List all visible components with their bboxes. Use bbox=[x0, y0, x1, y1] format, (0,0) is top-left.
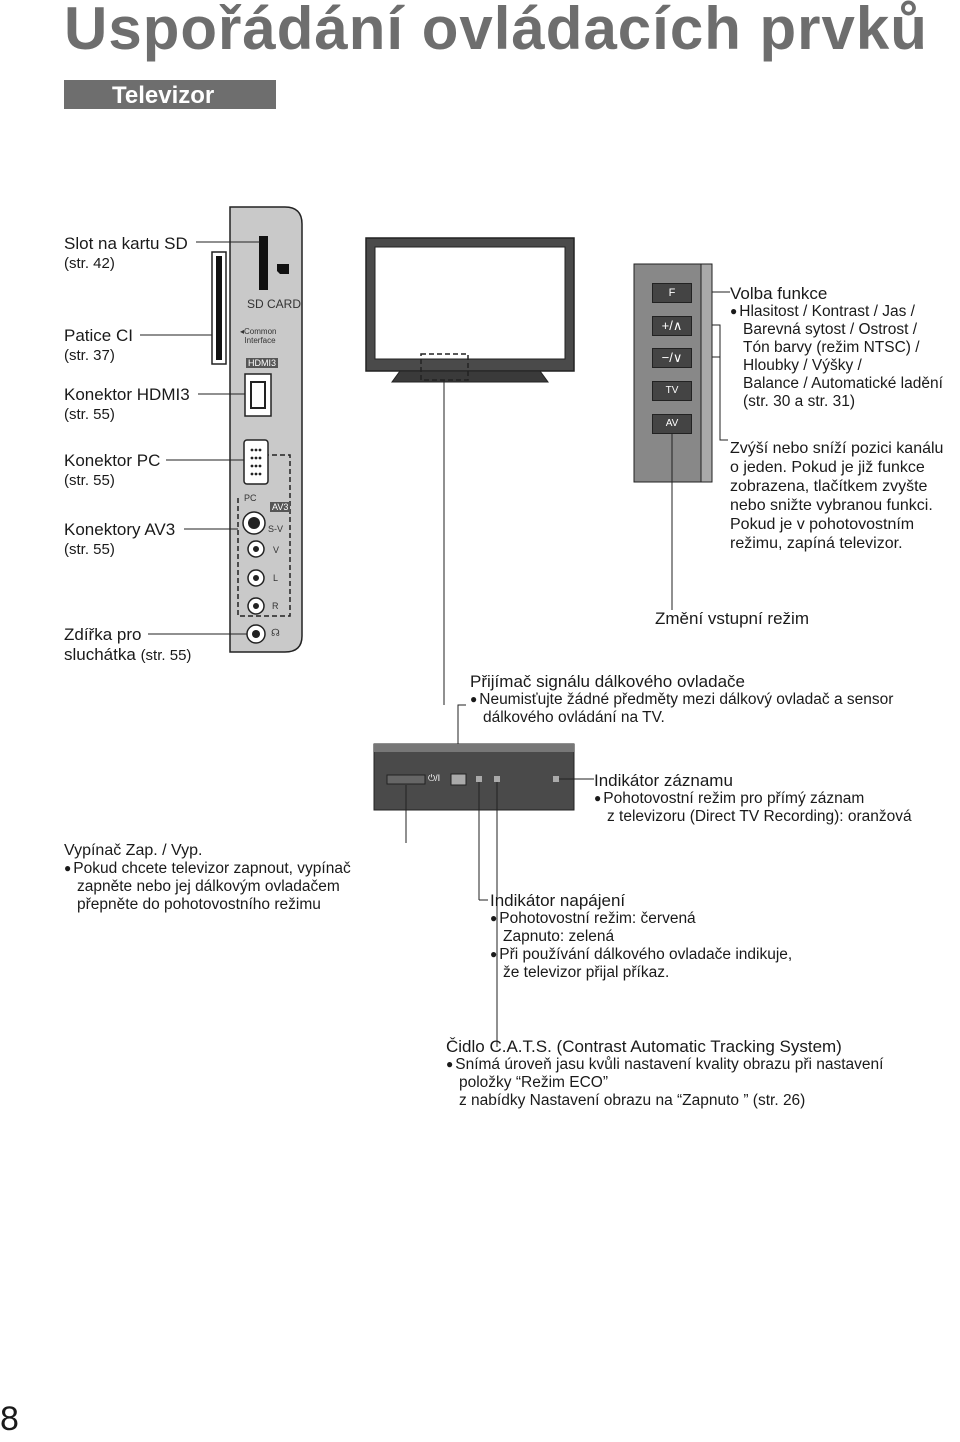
side-panel bbox=[211, 206, 303, 653]
f-button[interactable]: F bbox=[652, 283, 692, 303]
channel-description: Zvýší nebo sníží pozici kanálu o jeden. … bbox=[730, 440, 944, 552]
cats-sensor-text: Čidlo C.A.T.S. (Contrast Automatic Track… bbox=[446, 1038, 883, 1110]
label-hdmi3: Konektor HDMI3(str. 55) bbox=[64, 385, 190, 423]
pc-port[interactable] bbox=[243, 439, 269, 485]
headphone-icon: ☊ bbox=[271, 628, 280, 639]
v-label: V bbox=[273, 545, 280, 555]
page-title: Uspořádání ovládacích prvků bbox=[64, 0, 928, 62]
common-interface-label: ◂Common Interface bbox=[240, 327, 277, 345]
tv-button[interactable]: TV bbox=[652, 381, 692, 401]
label-ci-slot: Patice CI(str. 37) bbox=[64, 326, 133, 364]
rec-indicator-text: Indikátor záznamu Pohotovostní režim pro… bbox=[594, 772, 912, 826]
sd-card-label: SD CARD bbox=[247, 297, 302, 311]
input-mode-label: Změní vstupní režim bbox=[655, 609, 809, 628]
bottom-bezel bbox=[373, 743, 575, 811]
remote-sensor-text: Přijímač signálu dálkového ovladače Neum… bbox=[470, 673, 893, 727]
label-av3: Konektory AV3(str. 55) bbox=[64, 520, 176, 558]
power-indicator bbox=[476, 776, 482, 782]
pc-label: PC bbox=[244, 493, 257, 503]
power-switch[interactable] bbox=[386, 774, 426, 785]
label-pc: Konektor PC(str. 55) bbox=[64, 451, 161, 489]
av-button[interactable]: AV bbox=[652, 414, 692, 434]
section-heading: Televizor bbox=[64, 80, 276, 109]
hdmi3-label: HDMI3 bbox=[246, 358, 279, 368]
hdmi-port[interactable] bbox=[244, 373, 272, 417]
power-switch-text: Vypínač Zap. / Vyp. Pokud chcete televiz… bbox=[64, 842, 351, 914]
r-label: R bbox=[272, 601, 279, 611]
rec-indicator bbox=[553, 776, 559, 782]
sd-card-icon bbox=[277, 264, 289, 274]
tv-front bbox=[365, 237, 575, 383]
plus-button[interactable]: +/∧ bbox=[652, 316, 692, 336]
label-headphones: Zdířka pro sluchátka (str. 55) bbox=[64, 625, 192, 664]
remote-sensor bbox=[450, 773, 467, 786]
label-sd-slot: Slot na kartu SD(str. 42) bbox=[64, 234, 188, 272]
page-number: 8 bbox=[0, 1400, 19, 1438]
av3-label: AV3 bbox=[270, 502, 291, 512]
l-label: L bbox=[273, 573, 279, 583]
sd-slot[interactable] bbox=[259, 236, 268, 290]
sv-label: S-V bbox=[268, 524, 284, 534]
cats-sensor bbox=[494, 776, 500, 782]
minus-button[interactable]: −/∨ bbox=[652, 348, 692, 368]
function-select: Volba funkce Hlasitost / Kontrast / Jas … bbox=[730, 285, 943, 411]
button-panel bbox=[633, 263, 713, 483]
power-symbol: ⏻/I bbox=[428, 773, 441, 783]
power-indicator-text: Indikátor napájení Pohotovostní režim: č… bbox=[490, 892, 792, 982]
